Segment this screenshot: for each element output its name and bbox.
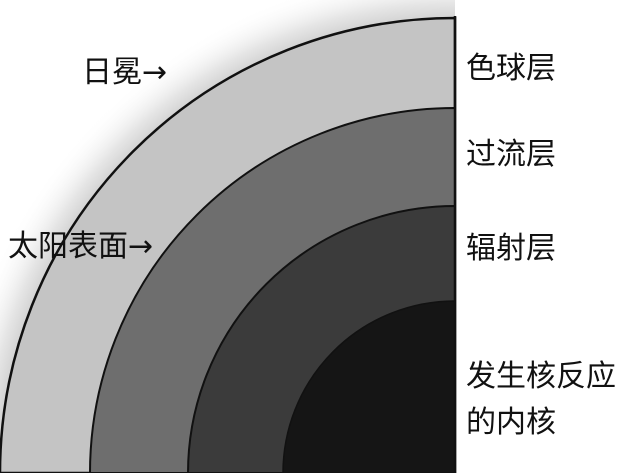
label-core-line1: 发生核反应 xyxy=(466,359,616,394)
label-radiative-layer: 辐射层 xyxy=(466,231,556,266)
label-convective-layer: 过流层 xyxy=(466,137,556,172)
core-layer xyxy=(282,300,456,473)
label-corona: 日冕→ xyxy=(82,55,168,90)
label-sun-surface: 太阳表面→ xyxy=(8,229,154,264)
label-core-line2: 的内核 xyxy=(466,405,556,440)
label-chromosphere: 色球层 xyxy=(466,51,556,86)
